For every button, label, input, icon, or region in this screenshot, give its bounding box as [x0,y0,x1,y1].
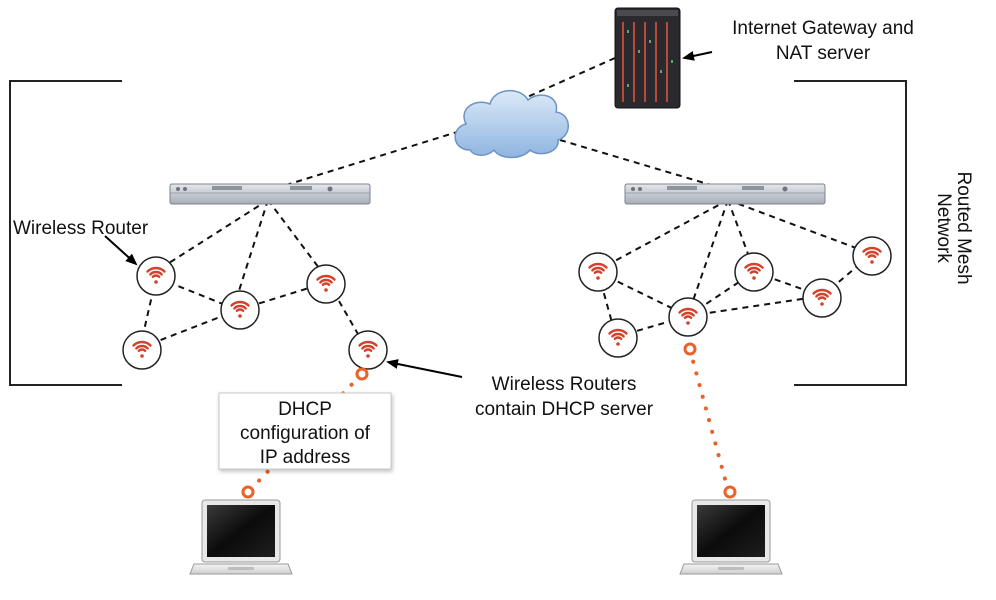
wifi-router-icon [668,297,708,337]
server-tower-icon [614,7,681,109]
right-bracket [794,80,907,386]
wireless-router-arrow [104,235,138,266]
cloud-icon [454,90,569,159]
rack-switch-icon [624,183,826,205]
dhcp-endpoints [241,342,737,499]
routers [122,236,892,370]
wifi-router-icon [852,236,892,276]
routers-dhcp-label-line-2: contain DHCP server [475,399,654,420]
routed-mesh-label-line-2: Network [933,193,954,263]
wifi-router-icon [598,318,638,358]
wifi-router-icon [734,252,774,292]
routed-mesh-label-line-1: Routed Mesh [953,171,974,284]
dhcp-server-arrow [386,359,463,378]
wifi-router-icon [136,256,176,296]
routers-dhcp-label-line-1: Wireless Routers [492,374,637,395]
dhcp-links [248,348,730,492]
wifi-router-icon [220,290,260,330]
gateway-label-line-1: Internet Gateway and [732,18,914,39]
gateway-arrow [682,51,713,61]
gateway-label-line-2: NAT server [776,43,871,64]
wifi-router-icon [802,278,842,318]
laptop-icon [189,499,293,575]
left-bracket [9,80,122,386]
rack-switch-icon [169,183,371,205]
dhcp-config-box: DHCP configuration of IP address [218,392,392,470]
wifi-router-icon [578,252,618,292]
laptop-icon [679,499,783,575]
wireless-router-label: Wireless Router [13,218,149,239]
annotation-arrows [104,51,713,378]
dhcp-config-line-3: IP address [260,447,350,468]
routed-mesh-label: Routed Mesh Network [933,171,974,284]
dhcp-config-line-2: configuration of [240,423,371,444]
wifi-router-icon [306,264,346,304]
wifi-router-icon [348,330,388,370]
dhcp-config-line-1: DHCP [278,399,332,420]
wifi-router-icon [122,330,162,370]
